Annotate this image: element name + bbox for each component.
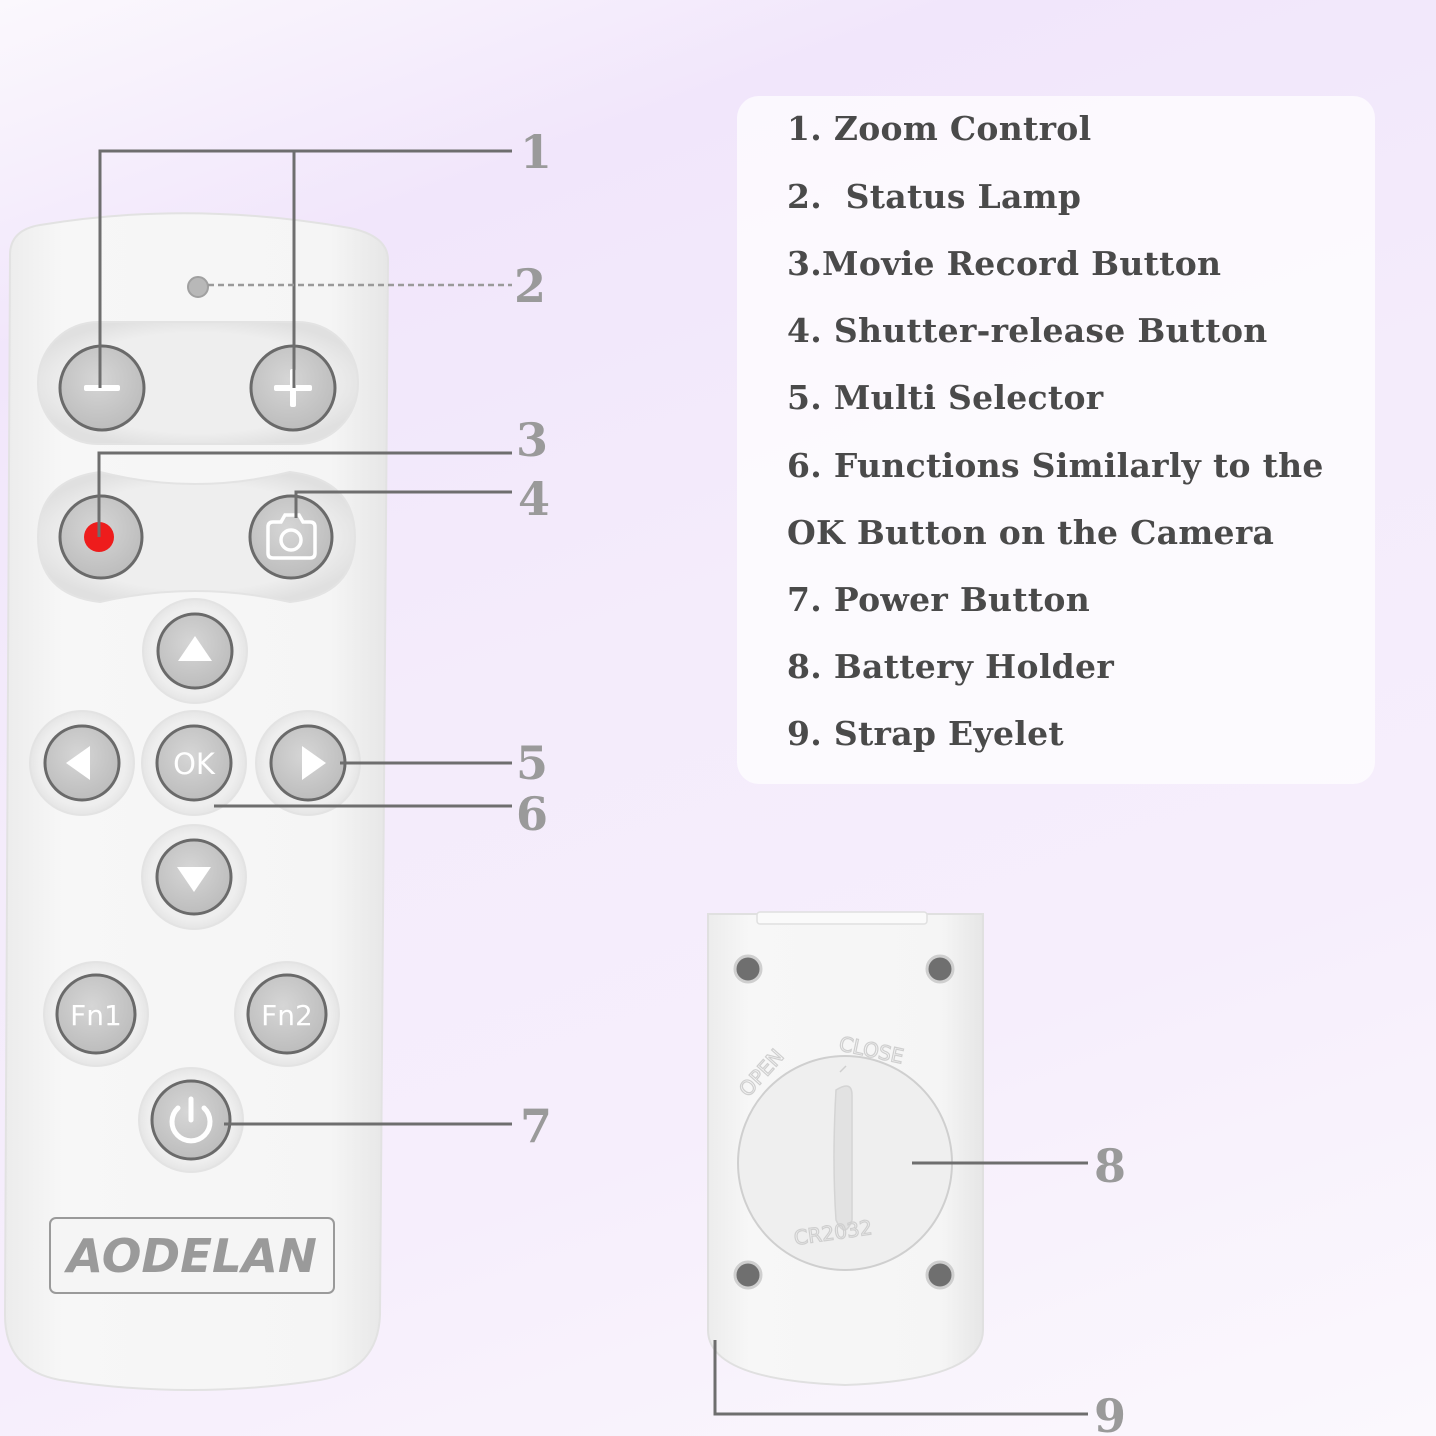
arrow-up-icon (178, 636, 212, 661)
legend-item-status-lamp: 2. Status Lamp (787, 177, 1082, 216)
brand-logo: AODELAN (64, 1229, 317, 1283)
up-button[interactable] (156, 612, 234, 690)
legend-item-movie-record: 3.Movie Record Button (787, 244, 1222, 283)
screw-hole (925, 1260, 955, 1290)
battery-holder: OPEN CLOSE CR2032 (733, 1031, 953, 1271)
screw-hole (925, 954, 955, 984)
leader-3 (97, 451, 512, 537)
power-icon (169, 1096, 213, 1144)
leader-4 (294, 490, 512, 518)
arrow-left-icon (66, 746, 90, 780)
fn1-label: Fn1 (70, 999, 122, 1032)
fn2-button[interactable]: Fn2 (234, 961, 340, 1067)
callout-1: 1 (520, 125, 552, 179)
movie-record-button[interactable] (58, 494, 144, 580)
screw-hole (733, 1260, 763, 1290)
callout-8: 8 (1094, 1139, 1126, 1193)
power-button[interactable] (138, 1067, 244, 1173)
remote-control: OK Fn1 Fn2 (3, 212, 390, 1391)
callout-5: 5 (516, 736, 548, 790)
leader-lines (97, 149, 1088, 1416)
callout-numbers: 1 2 3 4 5 6 7 8 9 (514, 125, 1126, 1436)
status-lamp (187, 276, 209, 298)
shutter-release-button[interactable] (248, 494, 334, 580)
right-button[interactable] (269, 724, 347, 802)
down-button[interactable] (155, 838, 233, 916)
callout-3: 3 (516, 413, 548, 467)
callout-4: 4 (518, 472, 550, 526)
multi-selector: OK (29, 598, 361, 930)
legend-item-ok-function: 6. Functions Similarly to the (787, 446, 1324, 485)
legend-item-battery-holder: 8. Battery Holder (787, 647, 1115, 686)
close-arrow-icon (839, 1065, 847, 1073)
left-button[interactable] (43, 724, 121, 802)
leader-1 (98, 149, 512, 388)
callout-7: 7 (520, 1099, 552, 1153)
cover-notch (756, 911, 928, 925)
minus-icon (84, 385, 120, 391)
ok-label: OK (173, 747, 216, 781)
legend-item-strap-eyelet: 9. Strap Eyelet (787, 714, 1064, 753)
battery-cover: OPEN CLOSE CR2032 (707, 911, 984, 1387)
brand-plate (49, 1217, 335, 1294)
legend-item-power-button: 7. Power Button (787, 580, 1091, 619)
leader-9 (713, 1340, 1088, 1416)
legend-item-zoom-control: 1. Zoom Control (787, 109, 1092, 148)
callout-6: 6 (516, 787, 548, 841)
zoom-out-button[interactable] (58, 344, 146, 432)
ok-button[interactable]: OK (155, 724, 233, 802)
callout-2: 2 (514, 259, 546, 313)
legend-item-shutter-release: 4. Shutter-release Button (787, 311, 1268, 350)
legend-item-ok-function-cont: OK Button on the Camera (787, 513, 1275, 552)
camera-icon (266, 513, 317, 560)
screw-hole (733, 954, 763, 984)
coin-slot (833, 1085, 853, 1231)
legend-panel: 1. Zoom Control 2. Status Lamp 3.Movie R… (737, 96, 1375, 784)
arrow-right-icon (302, 746, 326, 780)
fn2-label: Fn2 (261, 999, 313, 1032)
callout-9: 9 (1094, 1389, 1126, 1436)
legend-item-multi-selector: 5. Multi Selector (787, 378, 1104, 417)
fn1-button[interactable]: Fn1 (43, 961, 149, 1067)
arrow-down-icon (177, 867, 211, 892)
